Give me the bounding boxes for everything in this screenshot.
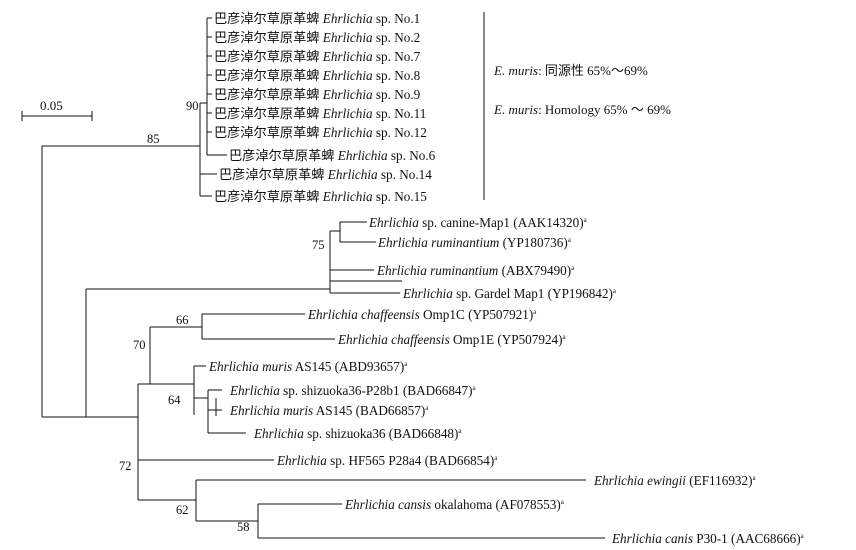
bootstrap-inner-clade: 90 [186, 99, 199, 113]
leaf-label: Ehrlichia sp. shizuoka36 (BAD66848)a [253, 426, 462, 441]
bootstrap-values: 85 90 75 70 66 64 72 62 58 [119, 99, 325, 534]
bootstrap-map1-clade: 75 [312, 238, 325, 252]
bootstrap-chaffeensis-muris: 70 [133, 338, 146, 352]
leaf-label: 巴彦淖尔草原革蜱 Ehrlichia sp. No.12 [214, 125, 427, 140]
annotation-line-cn: E. muris: 同源性 65%～69% [493, 63, 648, 78]
leaf-label: Ehrlichia sp. shizuoka36-P28b1 (BAD66847… [229, 383, 477, 398]
bootstrap-root-upper: 85 [147, 132, 160, 146]
leaf-label: Ehrlichia ewingii (EF116932)a [593, 473, 757, 488]
leaf-label: Ehrlichia chaffeensis Omp1C (YP507921)a [307, 307, 537, 322]
leaf-label: Ehrlichia muris AS145 (ABD93657)a [208, 359, 408, 374]
bootstrap-lower-clade: 72 [119, 459, 132, 473]
leaf-label: 巴彦淖尔草原革蜱 Ehrlichia sp. No.7 [214, 49, 421, 64]
leaf-label: 巴彦淖尔草原革蜱 Ehrlichia sp. No.8 [214, 68, 421, 83]
leaf-label: Ehrlichia canis P30-1 (AAC68666)a [611, 531, 805, 546]
leaf-label: Ehrlichia cansis okalahoma (AF078553)a [344, 497, 565, 512]
bootstrap-muris-subclade: 64 [168, 393, 181, 407]
leaf-label: 巴彦淖尔草原革蜱 Ehrlichia sp. No.1 [214, 11, 420, 26]
bootstrap-ewingii-canis: 62 [176, 503, 189, 517]
leaf-label: Ehrlichia ruminantium (YP180736)a [377, 235, 572, 250]
leaf-label: 巴彦淖尔草原革蜱 Ehrlichia sp. No.11 [214, 106, 426, 121]
leaf-label: Ehrlichia sp. Gardel Map1 (YP196842)a [402, 286, 617, 301]
annotation-line-en: E. muris: Homology 65% ～ 69% [493, 102, 671, 117]
tree-branches [41, 12, 605, 539]
leaf-label: 巴彦淖尔草原革蜱 Ehrlichia sp. No.14 [219, 167, 432, 182]
leaf-label: Ehrlichia chaffeensis Omp1E (YP507924)a [337, 332, 567, 347]
leaf-label: Ehrlichia sp. HF565 P28a4 (BAD66854)a [276, 453, 498, 468]
reference-labels: Ehrlichia sp. canine-Map1 (AAK14320)a Eh… [208, 215, 805, 546]
leaf-label: 巴彦淖尔草原革蜱 Ehrlichia sp. No.6 [229, 148, 436, 163]
leaf-label: 巴彦淖尔草原革蜱 Ehrlichia sp. No.9 [214, 87, 421, 102]
bootstrap-chaffeensis: 66 [176, 313, 189, 327]
bootstrap-canis: 58 [237, 520, 250, 534]
leaf-label: Ehrlichia ruminantium (ABX79490)a [376, 263, 575, 278]
scale-bar: 0.05 [21, 98, 93, 121]
leaf-label: Ehrlichia sp. canine-Map1 (AAK14320)a [368, 215, 588, 230]
leaf-label: Ehrlichia muris AS145 (BAD66857)a [229, 403, 429, 418]
scale-bar-label: 0.05 [40, 98, 63, 113]
clade-annotation: E. muris: 同源性 65%～69% E. muris: Homology… [493, 63, 671, 117]
new-sequence-labels: 巴彦淖尔草原革蜱 Ehrlichia sp. No.1 巴彦淖尔草原革蜱 Ehr… [214, 11, 436, 204]
leaf-label: 巴彦淖尔草原革蜱 Ehrlichia sp. No.2 [214, 30, 420, 45]
leaf-label: 巴彦淖尔草原革蜱 Ehrlichia sp. No.15 [214, 189, 427, 204]
